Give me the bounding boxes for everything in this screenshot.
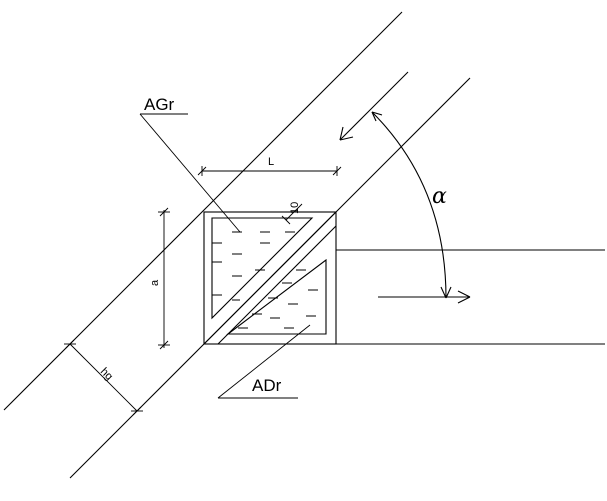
dimension-hg <box>64 339 143 416</box>
label-adr: ADr <box>252 376 282 395</box>
agr-triangle <box>211 217 314 320</box>
inclined-beam-upper-edge <box>3 11 403 411</box>
label-length: L <box>268 156 274 168</box>
label-angle: α <box>432 184 447 209</box>
label-height: hg <box>98 366 115 383</box>
dimension-l <box>197 166 342 176</box>
joint-square <box>203 211 337 345</box>
angle-arc <box>371 111 452 299</box>
joint-diagonal-upper <box>203 211 337 345</box>
label-agr: AGr <box>144 95 175 114</box>
agr-leader <box>139 113 241 233</box>
joint-diagonal-lower <box>217 225 337 345</box>
adr-leader <box>217 324 311 399</box>
inclined-force-arrow <box>339 71 409 141</box>
horizontal-force-arrow <box>378 290 471 304</box>
adr-hatching <box>238 269 318 329</box>
label-gap: 10 <box>289 202 301 214</box>
label-side: a <box>149 279 161 286</box>
dimension-gap <box>281 203 303 225</box>
dimension-a <box>158 207 170 350</box>
agr-hatching <box>212 231 295 301</box>
adr-triangle <box>226 258 327 335</box>
